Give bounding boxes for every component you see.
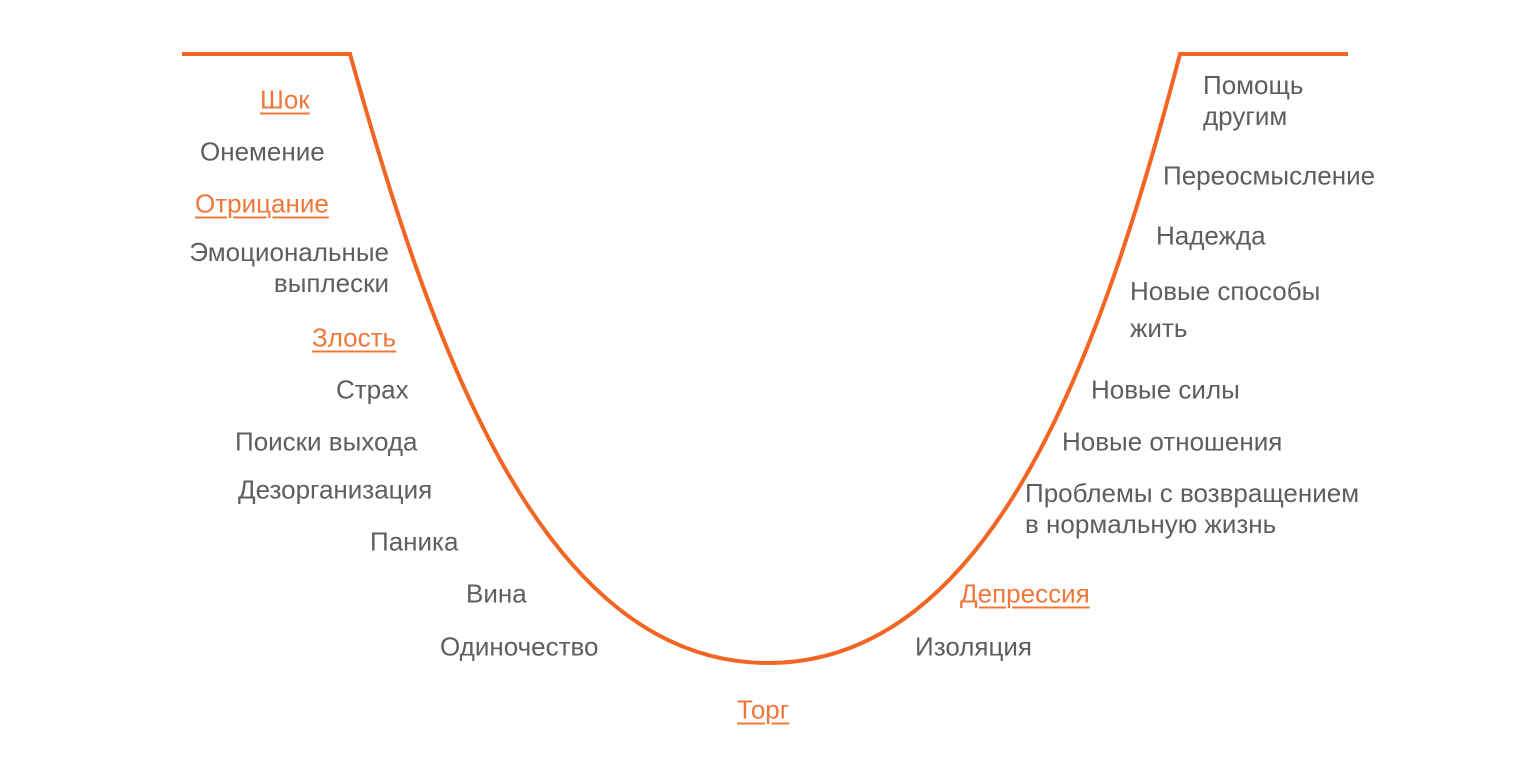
label-new-ways: Новые способы жить xyxy=(1130,273,1320,347)
stage-anger[interactable]: Злость xyxy=(312,322,397,353)
label-search: Поиски выхода xyxy=(235,426,418,457)
stage-bargaining[interactable]: Торг xyxy=(737,694,790,725)
label-rethinking: Переосмысление xyxy=(1163,160,1376,191)
grief-curve-line xyxy=(182,52,1348,666)
stage-depression[interactable]: Депрессия xyxy=(960,578,1090,609)
label-numbness: Онемение xyxy=(200,136,325,167)
label-new-strength: Новые силы xyxy=(1091,374,1240,405)
label-fear: Страх xyxy=(336,374,409,405)
label-hope: Надежда xyxy=(1156,220,1266,251)
label-line: выплески xyxy=(273,268,389,298)
label-disorganization: Дезорганизация xyxy=(238,474,433,505)
stage-denial[interactable]: Отрицание xyxy=(195,188,329,219)
stage-shock[interactable]: Шок xyxy=(260,84,310,115)
label-line: Эмоциональные xyxy=(189,237,389,267)
label-loneliness: Одиночество xyxy=(440,631,599,662)
label-helping-others: Помощь другим xyxy=(1203,70,1303,132)
label-line: в нормальную жизнь xyxy=(1025,509,1277,539)
label-isolation: Изоляция xyxy=(915,631,1032,662)
label-line: Помощь xyxy=(1203,70,1304,100)
label-return-problems: Проблемы с возвращением в нормальную жиз… xyxy=(1025,478,1359,540)
label-guilt: Вина xyxy=(466,578,527,609)
label-line: жить xyxy=(1130,313,1188,343)
label-panic: Паника xyxy=(370,526,459,557)
label-emotional-outbursts: Эмоциональные выплески xyxy=(189,237,389,299)
label-line: Проблемы с возвращением xyxy=(1025,478,1360,508)
label-line: Новые способы xyxy=(1130,276,1321,306)
label-line: другим xyxy=(1203,101,1288,131)
label-new-relations: Новые отношения xyxy=(1062,426,1283,457)
